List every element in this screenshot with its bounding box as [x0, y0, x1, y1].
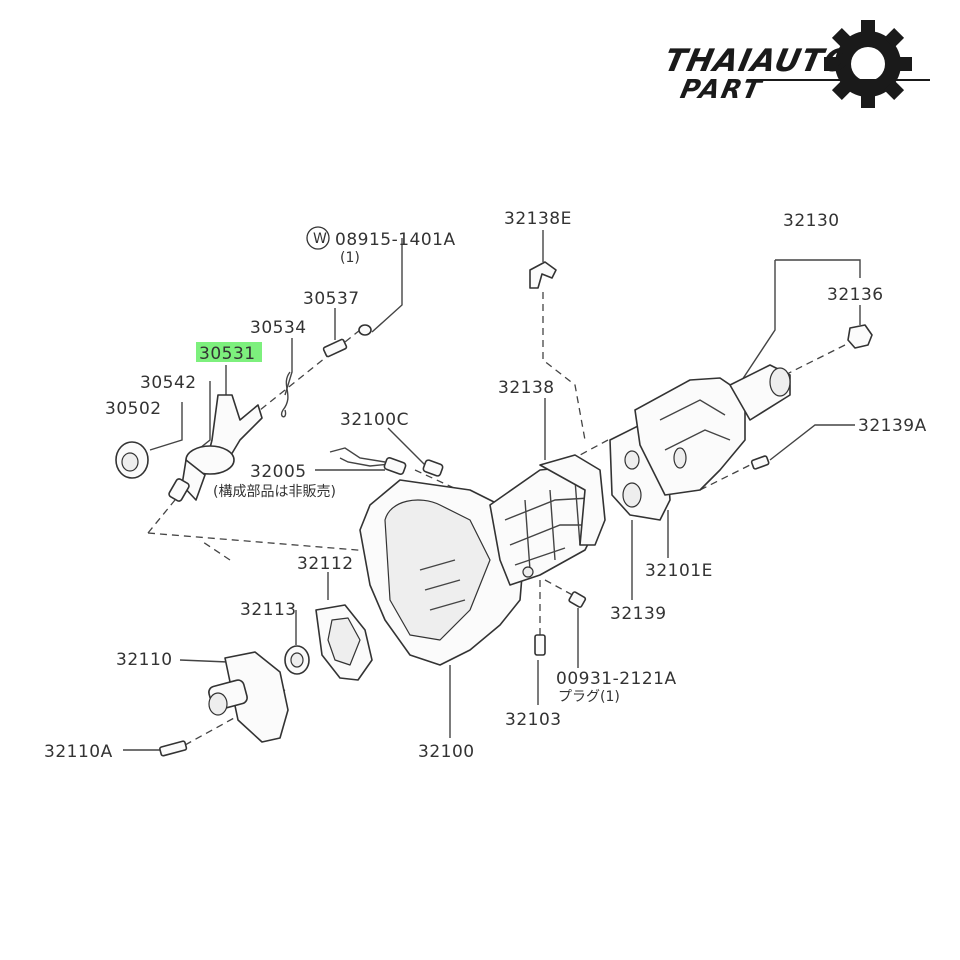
plug-00931: [568, 591, 587, 608]
label-00931-note: プラグ(1): [558, 689, 620, 705]
label-32130: 32130: [783, 211, 840, 231]
label-32005: 32005: [250, 462, 307, 482]
bushing-32136: [847, 324, 873, 349]
label-32139A: 32139A: [858, 416, 927, 436]
spring-30534: [280, 371, 291, 418]
release-bearing-30502: [115, 441, 149, 479]
label-00931-2121A: 00931-2121A: [556, 669, 677, 689]
label-30542: 30542: [140, 373, 197, 393]
switch-32100C: [422, 459, 444, 477]
bolt-32110A: [159, 740, 188, 757]
logo-line2: PART: [678, 75, 766, 105]
washer-marker: W: [313, 231, 327, 247]
label-32136: 32136: [827, 285, 884, 305]
label-32103: 32103: [505, 710, 562, 730]
highlight-30531: [196, 342, 262, 362]
plug-32103: [534, 634, 546, 656]
harness-32005: [329, 447, 407, 476]
label-30502: 30502: [105, 399, 162, 419]
front-cover-32110: [208, 651, 289, 743]
logo-line1: THAIAUTO: [661, 43, 854, 79]
label-32138: 32138: [498, 378, 555, 398]
label-32005-note: (構成部品は非販売): [213, 484, 336, 500]
label-30531: 30531: [199, 344, 256, 364]
oil-seal-32113: [284, 645, 310, 675]
part-labels: W 08915-1401A (1) 32138E 32130 32136 305…: [44, 209, 927, 762]
label-32101E: 32101E: [645, 561, 713, 581]
label-32100: 32100: [418, 742, 475, 762]
label-32139: 32139: [610, 604, 667, 624]
label-32138E: 32138E: [504, 209, 572, 229]
label-32110A: 32110A: [44, 742, 113, 762]
label-30537: 30537: [303, 289, 360, 309]
label-08915-1401A: 08915-1401A: [335, 230, 456, 250]
bleeder-screw-30537: [322, 338, 348, 358]
transmission-case-32100: [359, 454, 606, 666]
gasket-32112: [315, 604, 373, 681]
label-32113: 32113: [240, 600, 297, 620]
thaiautopart-logo: THAIAUTO PART: [661, 20, 930, 108]
label-32112: 32112: [297, 554, 354, 574]
label-08915-qty: (1): [340, 250, 360, 266]
label-32110: 32110: [116, 650, 173, 670]
extension-housing-32130: [634, 364, 791, 496]
label-32100C: 32100C: [340, 410, 409, 430]
washer-08915: [358, 324, 372, 336]
bolt-32139A: [750, 455, 770, 470]
breather-32138E: [529, 261, 557, 289]
label-30534: 30534: [250, 318, 307, 338]
bearing-sleeve-30542: [168, 445, 235, 502]
